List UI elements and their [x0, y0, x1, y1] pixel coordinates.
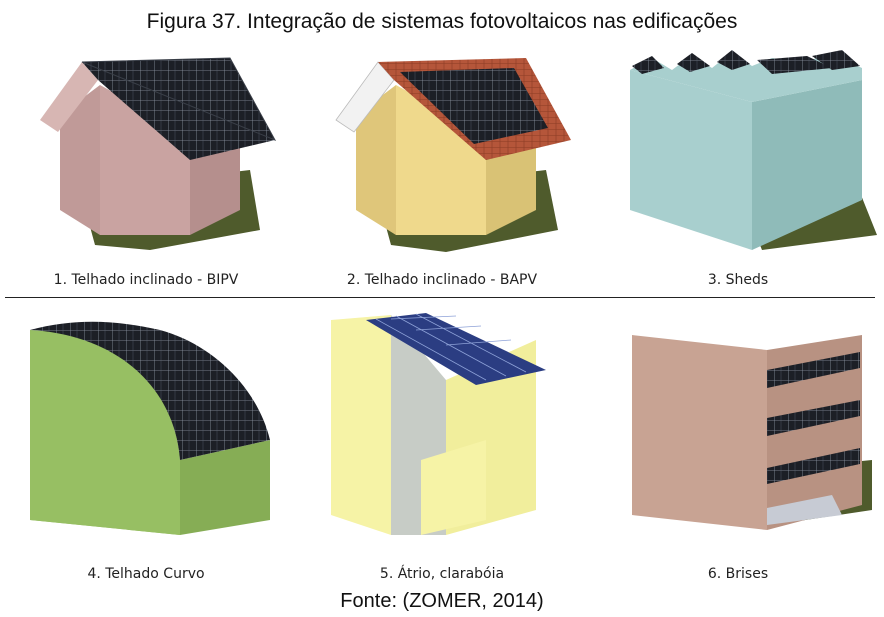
panel-caption: 5. Átrio, clarabóia: [379, 566, 505, 582]
curved-roof-building-icon: [30, 321, 270, 535]
panel-brises: 6. Brises: [592, 310, 884, 582]
figure-source: Fonte: (ZOMER, 2014): [340, 590, 544, 612]
panel-caption: 4. Telhado Curvo: [87, 566, 205, 582]
sheds-building-icon: [630, 50, 877, 250]
panel-pitched-roof-bipv: 1. Telhado inclinado - BIPV: [0, 40, 292, 290]
atrium-skylight-building-icon: [331, 313, 546, 535]
panel-caption: 6. Brises: [707, 566, 769, 582]
panel-atrium-skylight: 5. Átrio, clarabóia: [296, 310, 588, 582]
pv-integration-figure: 1. Telhado inclinado - BIPV 2. Telhado i…: [0, 40, 884, 600]
figure-title: Figura 37. Integração de sistemas fotovo…: [146, 10, 738, 33]
panel-caption: 2. Telhado inclinado - BAPV: [346, 272, 538, 288]
pitched-roof-bipv-house-icon: [40, 57, 277, 250]
row-divider: [5, 297, 875, 298]
panel-caption: 1. Telhado inclinado - BIPV: [53, 272, 239, 288]
panel-curved-roof: 4. Telhado Curvo: [0, 310, 292, 582]
panel-pitched-roof-bapv: 2. Telhado inclinado - BAPV: [296, 40, 588, 290]
panel-sheds: 3. Sheds: [592, 40, 884, 290]
panel-caption: 3. Sheds: [707, 272, 769, 288]
brise-soleil-building-icon: [632, 335, 872, 530]
pitched-roof-bapv-house-icon: [335, 58, 571, 252]
